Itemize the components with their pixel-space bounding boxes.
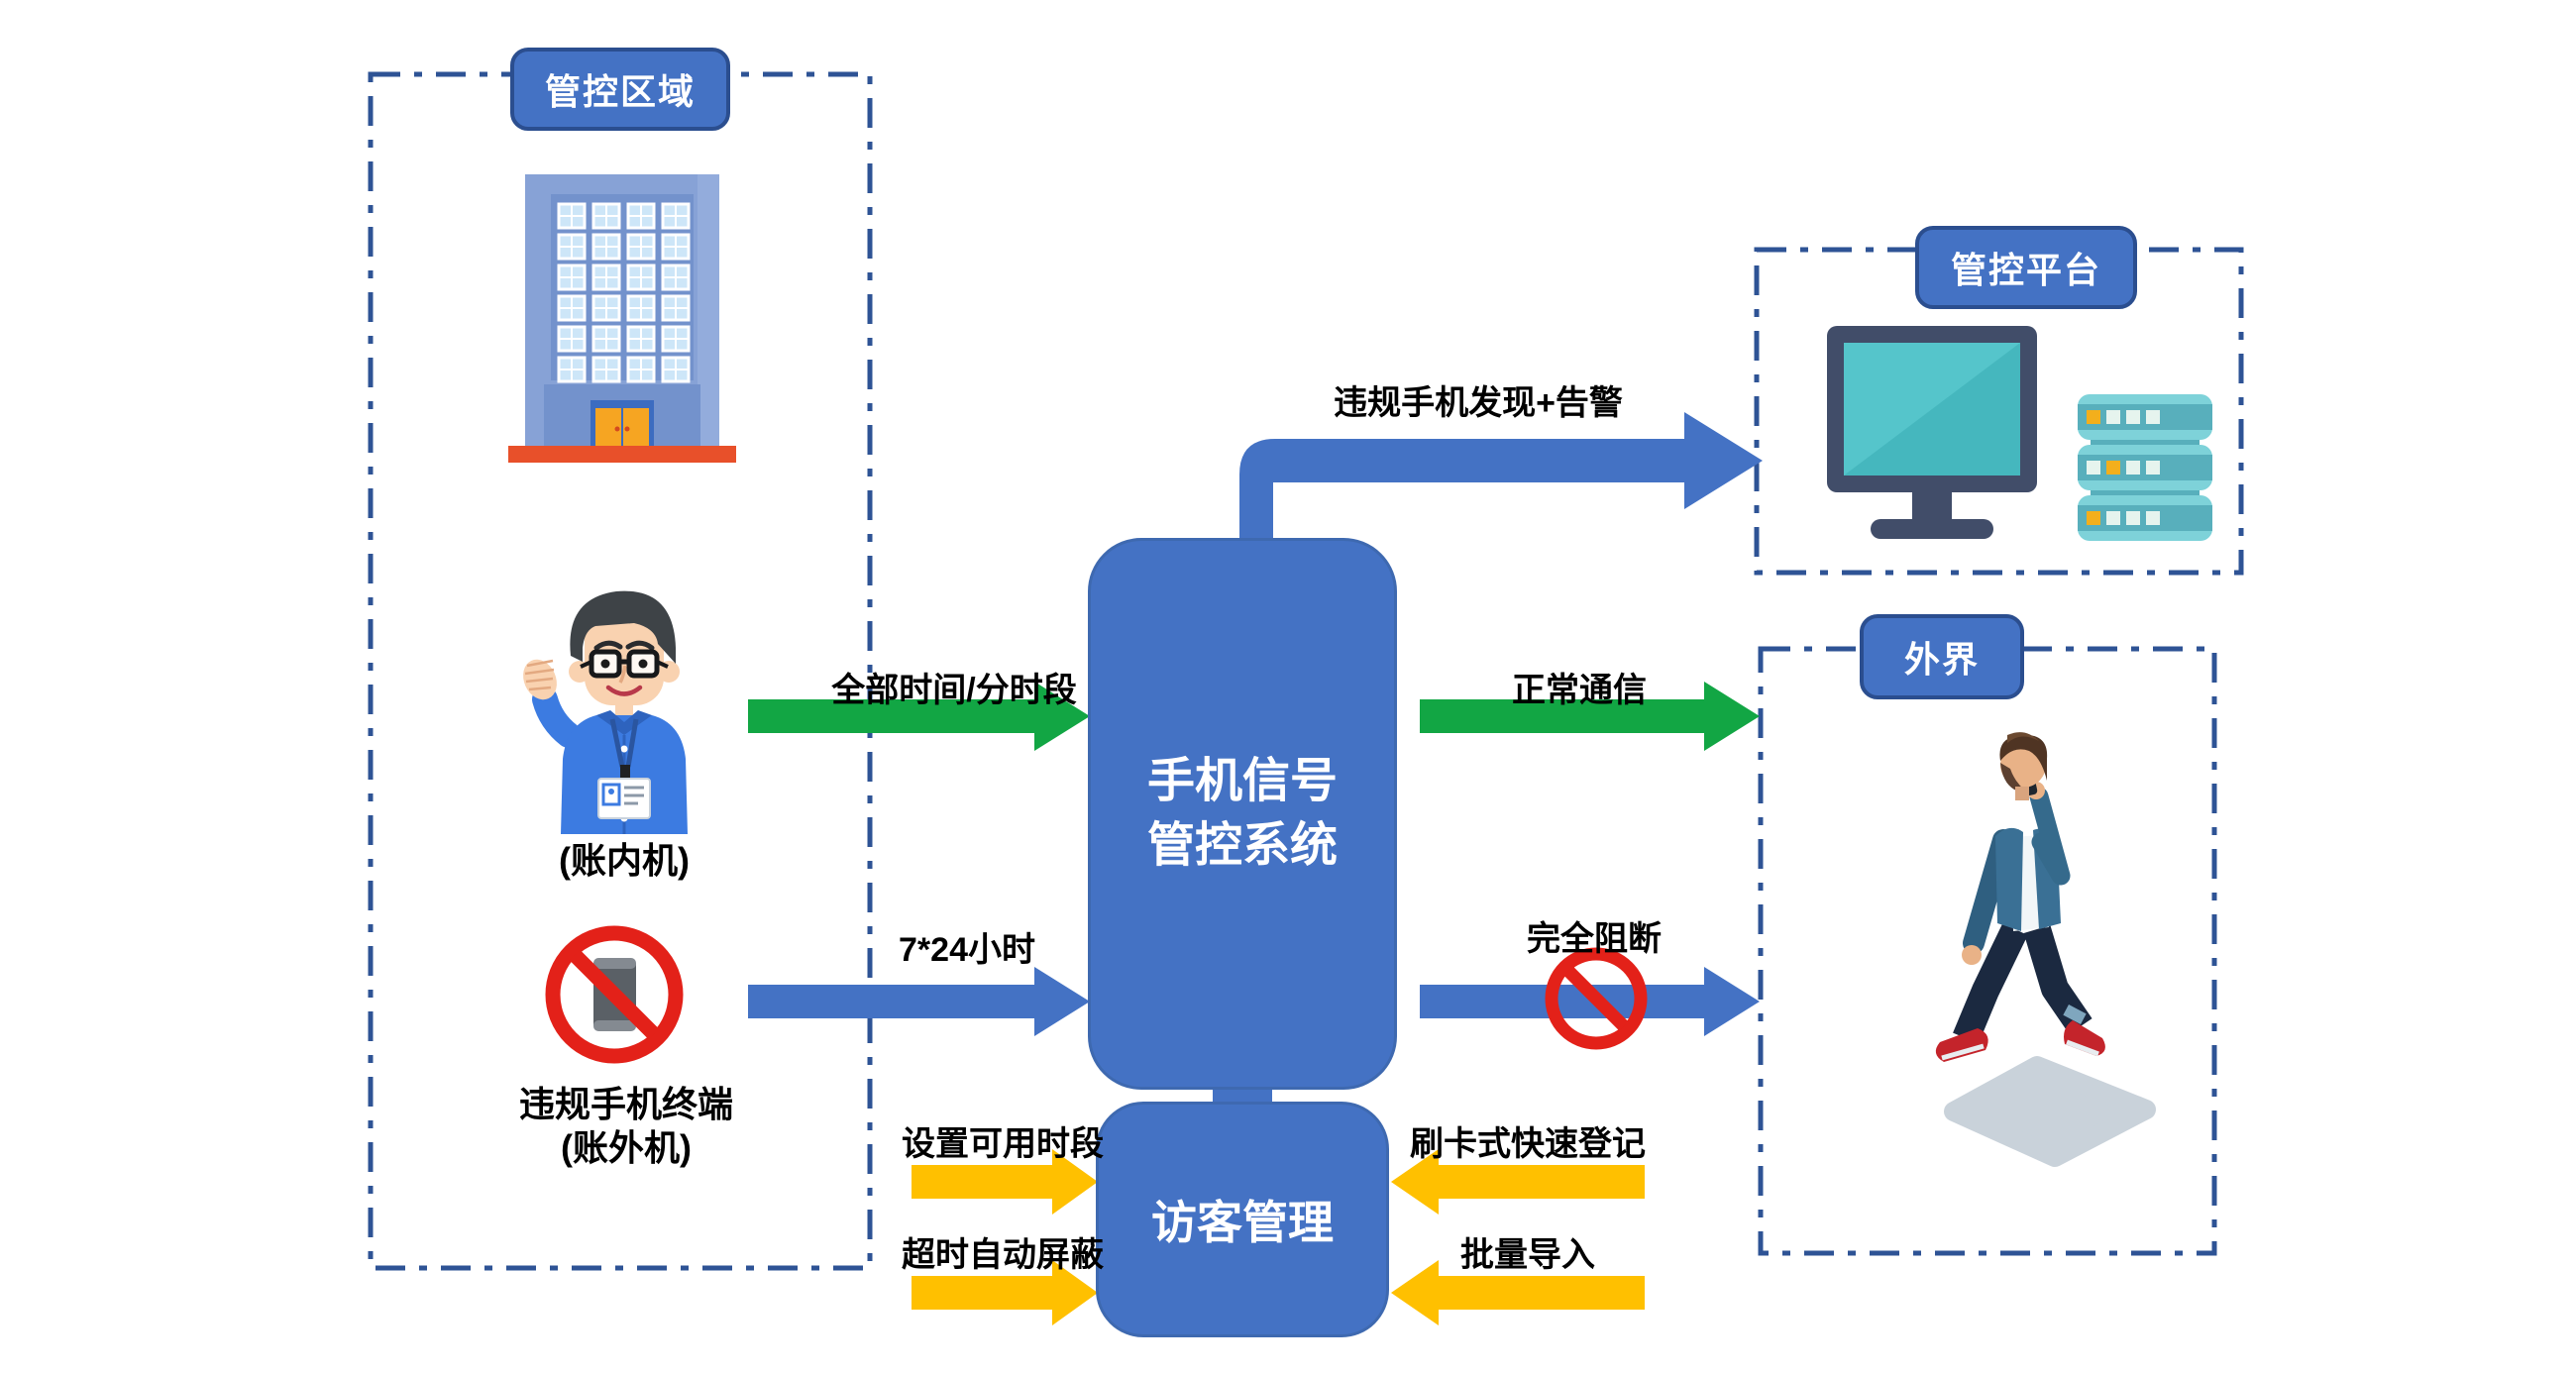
always-on-arrow [748, 967, 1090, 1036]
waving-employee-icon [523, 590, 688, 834]
outside-label-text: 外界 [1903, 639, 1980, 680]
visitor-mgmt-node: 访客管理 [1096, 1102, 1389, 1337]
walking-phone-user-icon [1935, 732, 2156, 1167]
normal-comm-arrow-label: 正常通信 [1512, 672, 1647, 709]
platform-label: 管控平台 [1915, 226, 2137, 309]
prohibition-icon [1545, 947, 1648, 1050]
card-register-arrow-label: 刷卡式快速登记 [1410, 1125, 1646, 1163]
full-time-arrow [748, 682, 1090, 751]
full-block-arrow [1420, 967, 1760, 1036]
outside-dashed-border [1758, 646, 2217, 1256]
always-on-arrow-label: 7*24小时 [899, 931, 1035, 969]
timeout-block-arrow-label: 超时自动屏蔽 [902, 1236, 1104, 1274]
visitor-mgmt-label: 访客管理 [1151, 1197, 1334, 1248]
no-phone-sign-icon [545, 925, 684, 1064]
batch-import-arrow [1391, 1260, 1645, 1325]
signal-system-line2: 管控系统 [1146, 818, 1338, 872]
office-building-icon [508, 174, 736, 463]
signal-system-line1: 手机信号 [1146, 755, 1338, 808]
control-area-dashed-border [368, 71, 873, 1271]
server-stack-icon [2078, 394, 2212, 541]
illegal-phone-caption-line1: 违规手机终端 [518, 1084, 734, 1124]
set-period-arrow [912, 1149, 1098, 1215]
signal-system-node: 手机信号 管控系统 [1088, 538, 1397, 1090]
timeout-block-arrow [912, 1260, 1098, 1325]
outside-label: 外界 [1860, 614, 2024, 699]
control-area-label: 管控区域 [510, 48, 730, 131]
full-time-arrow-label: 全部时间/分时段 [831, 672, 1077, 709]
alarm-arrow-label: 违规手机发现+告警 [1334, 384, 1623, 422]
set-period-arrow-label: 设置可用时段 [902, 1125, 1104, 1163]
desktop-monitor-icon [1827, 326, 2037, 539]
control-area-label-text: 管控区域 [544, 71, 696, 112]
illegal-phone-caption-line2: (账外机) [561, 1127, 692, 1168]
alarm-arrow [1239, 412, 1763, 540]
full-block-arrow-label: 完全阻断 [1527, 920, 1662, 958]
batch-import-arrow-label: 批量导入 [1460, 1236, 1595, 1274]
card-register-arrow [1391, 1149, 1645, 1215]
registered-phone-caption: (账内机) [559, 840, 690, 881]
normal-comm-arrow [1420, 682, 1760, 751]
platform-label-text: 管控平台 [1950, 250, 2101, 290]
